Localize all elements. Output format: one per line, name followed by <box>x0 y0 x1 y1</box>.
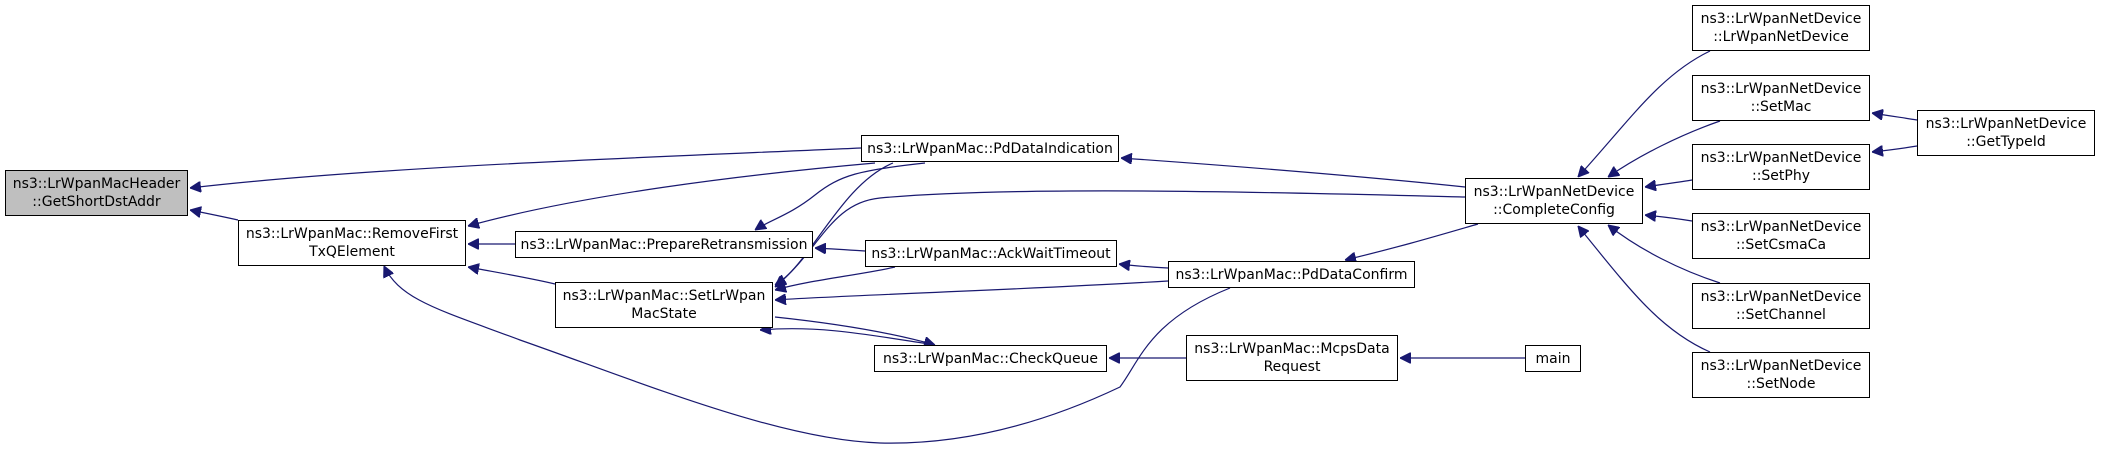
edge-set-state-to-remove-first <box>468 267 556 285</box>
node-label-line: ::SetMac <box>1750 99 1812 115</box>
edge-set-node-to-complete-config <box>1578 226 1711 353</box>
edge-get-type-id-to-set-phy <box>1872 146 1918 152</box>
node-ack-wait-timeout[interactable]: ns3::LrWpanMac::AckWaitTimeout <box>865 240 1117 267</box>
node-main[interactable]: main <box>1525 345 1581 372</box>
node-set-node[interactable]: ns3::LrWpanNetDevice ::SetNode <box>1692 352 1870 398</box>
node-label-line: ::SetCsmaCa <box>1735 237 1827 253</box>
edge-remove-first-to-root <box>190 210 239 221</box>
node-set-lrwpan-mac-state[interactable]: ns3::LrWpanMac::SetLrWpan MacState <box>555 282 773 328</box>
node-label-line: main <box>1535 350 1571 367</box>
node-label-line: ns3::LrWpanNetDevice <box>1700 81 1862 97</box>
edge-complete-config-to-set-state <box>775 190 1466 287</box>
edge-complete-config-to-pd-indication <box>1121 158 1466 188</box>
node-label-line: ns3::LrWpanMac::PrepareRetransmission <box>520 236 808 253</box>
node-complete-config[interactable]: ns3::LrWpanNetDevice ::CompleteConfig <box>1465 178 1643 224</box>
edge-set-state-to-check-queue <box>774 316 935 345</box>
edge-pd-confirm-to-ack-wait <box>1119 264 1169 268</box>
edge-check-queue-to-set-state <box>760 329 936 346</box>
node-label-line: ns3::LrWpanMac::PdDataIndication <box>867 140 1113 157</box>
node-label-line: ::GetTypeId <box>1966 134 2046 150</box>
node-label-line: ns3::LrWpanMacHeader <box>12 176 181 192</box>
node-set-mac[interactable]: ns3::LrWpanNetDevice ::SetMac <box>1692 75 1870 121</box>
edge-set-mac-to-complete-config <box>1608 120 1721 177</box>
node-set-phy[interactable]: ns3::LrWpanNetDevice ::SetPhy <box>1692 144 1870 190</box>
node-label-line: ::SetPhy <box>1751 168 1811 184</box>
node-label-line: MacState <box>631 306 697 322</box>
edge-ack-wait-to-prepare-retrans <box>815 248 866 251</box>
node-check-queue[interactable]: ns3::LrWpanMac::CheckQueue <box>874 345 1107 372</box>
node-label-line: ns3::LrWpanMac::McpsData <box>1194 341 1390 357</box>
node-label-line: ns3::LrWpanMac::SetLrWpan <box>562 288 766 304</box>
edge-pd-indication-to-remove-first <box>468 162 876 226</box>
node-get-type-id[interactable]: ns3::LrWpanNetDevice ::GetTypeId <box>1917 110 2095 156</box>
node-mcps-data-request[interactable]: ns3::LrWpanMac::McpsData Request <box>1186 335 1398 381</box>
edge-pd-confirm-to-remove-first <box>384 266 1231 444</box>
node-label-line: ::CompleteConfig <box>1493 202 1615 218</box>
edge-complete-config-to-pd-confirm <box>1345 223 1479 260</box>
node-label-line: ns3::LrWpanMac::CheckQueue <box>882 350 1099 367</box>
node-label-line: ns3::LrWpanMac::PdDataConfirm <box>1175 266 1408 283</box>
edge-ack-wait-to-set-state <box>775 266 896 290</box>
edge-get-type-id-to-set-mac <box>1872 113 1918 121</box>
node-set-csma-ca[interactable]: ns3::LrWpanNetDevice ::SetCsmaCa <box>1692 213 1870 259</box>
node-get-short-dst-addr: ns3::LrWpanMacHeader ::GetShortDstAddr <box>5 170 188 216</box>
node-label-line: ns3::LrWpanNetDevice <box>1473 184 1635 200</box>
node-pd-data-confirm[interactable]: ns3::LrWpanMac::PdDataConfirm <box>1168 261 1415 288</box>
node-remove-first-txq-element[interactable]: ns3::LrWpanMac::RemoveFirst TxQElement <box>238 220 466 266</box>
edge-set-phy-to-complete-config <box>1645 179 1693 187</box>
node-label-line: ns3::LrWpanNetDevice <box>1700 150 1862 166</box>
node-label-line: ::SetNode <box>1746 376 1816 392</box>
edge-set-channel-to-complete-config <box>1608 225 1721 284</box>
node-label-line: ns3::LrWpanMac::AckWaitTimeout <box>871 245 1111 262</box>
node-set-channel[interactable]: ns3::LrWpanNetDevice ::SetChannel <box>1692 283 1870 329</box>
node-label-line: Request <box>1263 359 1321 375</box>
node-label-line: ns3::LrWpanNetDevice <box>1700 358 1862 374</box>
node-label-line: ::SetChannel <box>1736 307 1826 323</box>
node-label-line: ns3::LrWpanNetDevice <box>1700 11 1862 27</box>
node-lrwpan-net-device-ctor[interactable]: ns3::LrWpanNetDevice ::LrWpanNetDevice <box>1692 5 1870 51</box>
edge-pd-confirm-to-set-state <box>775 280 1169 300</box>
node-pd-data-indication[interactable]: ns3::LrWpanMac::PdDataIndication <box>861 135 1119 162</box>
node-label-line: TxQElement <box>309 244 395 260</box>
node-label-line: ns3::LrWpanNetDevice <box>1700 289 1862 305</box>
node-label-line: ns3::LrWpanNetDevice <box>1700 219 1862 235</box>
node-label-line: ns3::LrWpanMac::RemoveFirst <box>245 226 459 242</box>
edge-ctor-to-complete-config <box>1578 50 1711 177</box>
node-label-line: ::LrWpanNetDevice <box>1713 29 1849 45</box>
edge-set-csma-ca-to-complete-config <box>1645 215 1693 222</box>
node-label-line: ns3::LrWpanNetDevice <box>1925 116 2087 132</box>
edge-pd-indication-to-root <box>190 147 862 188</box>
node-prepare-retransmission[interactable]: ns3::LrWpanMac::PrepareRetransmission <box>515 231 813 258</box>
node-label-line: ::GetShortDstAddr <box>32 194 161 210</box>
